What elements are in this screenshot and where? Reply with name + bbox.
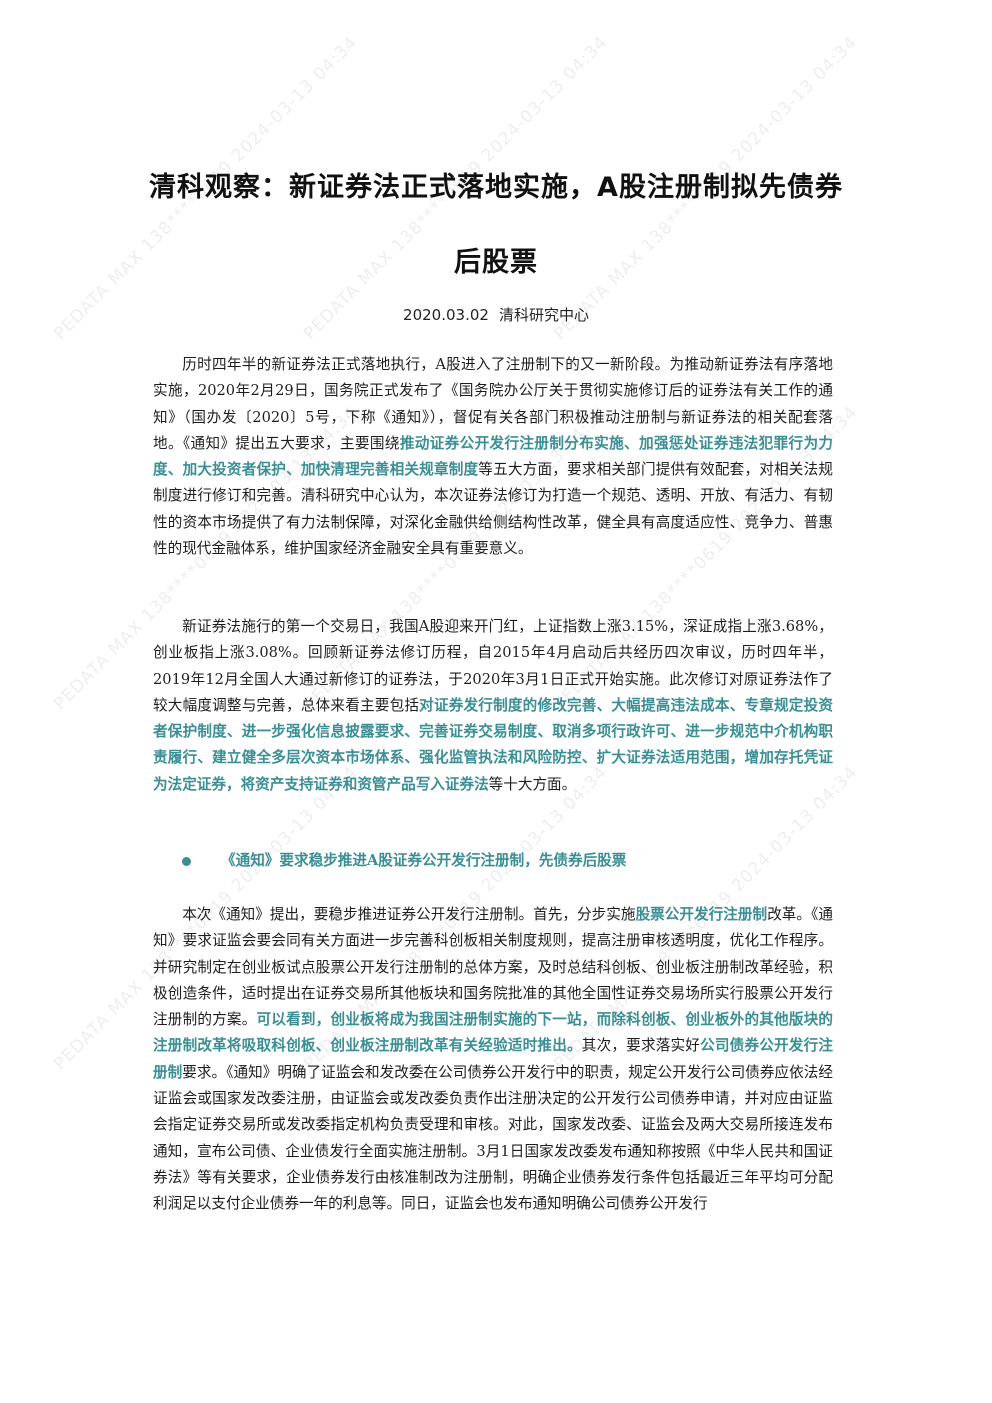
- section-bullet-heading: 《通知》要求稳步推进A股证券公开发行注册制，先债券后股票: [182, 850, 626, 872]
- paragraph-text: 等五大方面，要求相关部门提供有效配套，对相关法规制度进行修订和完善。清科研究中心…: [153, 461, 833, 558]
- publish-date: 2020.03.02: [403, 306, 489, 324]
- highlight-text: 可以看到，创业板将成为我国注册制实施的下一站，而除科创板、创业板外的其他版块的注…: [153, 1011, 833, 1055]
- paragraph-text: 等十大方面。: [488, 775, 577, 793]
- paragraph-text: 要求。《通知》明确了证监会和发改委在公司债券公开发行中的职责，规定公开发行公司债…: [153, 1063, 833, 1213]
- highlight-text: 推动证券公开发行注册制分布实施、加强惩处证券违法犯罪行为力度、加大投资者保护、加…: [153, 434, 833, 479]
- paragraph-text: 改革。《通知》要求证监会要会同有关方面进一步完善科创板相关制度规则，提高注册审核…: [153, 906, 833, 1029]
- author: 清科研究中心: [498, 306, 589, 324]
- paragraph-3: 本次《通知》提出，要稳步推进证券公开发行注册制。首先，分步实施股票公开发行注册制…: [153, 902, 833, 1218]
- highlight-text: 股票公开发行注册制: [635, 906, 768, 923]
- highlight-text: 公司债券公开发行注册制: [153, 1037, 833, 1081]
- paragraph-2: 新证券法施行的第一个交易日，我国A股迎来开门红，上证指数上涨3.15%，深证成指…: [153, 614, 833, 798]
- paragraph-text: 历时四年半的新证券法正式落地执行，A股进入了注册制下的又一新阶段。为推动新证券法…: [153, 356, 833, 452]
- paragraph-1: 历时四年半的新证券法正式落地执行，A股进入了注册制下的又一新阶段。为推动新证券法…: [153, 352, 833, 562]
- bullet-text: 《通知》要求稳步推进A股证券公开发行注册制，先债券后股票: [221, 852, 627, 869]
- paragraph-text: 新证券法施行的第一个交易日，我国A股迎来开门红，上证指数上涨3.15%，深证成指…: [153, 618, 833, 714]
- document-title-line2: 后股票: [454, 247, 538, 278]
- document-meta: 2020.03.02 清科研究中心: [100, 304, 892, 325]
- bullet-dot-icon: [182, 856, 191, 866]
- document-title-line1: 清科观察：新证券法正式落地实施，A股注册制拟先债券: [149, 172, 843, 203]
- highlight-text: 对证券发行制度的修改完善、大幅提高违法成本、专章规定投资者保护制度、进一步强化信…: [153, 696, 833, 793]
- paragraph-text: 本次《通知》提出，要稳步推进证券公开发行注册制。首先，分步实施: [182, 906, 636, 923]
- paragraph-text: 其次，要求落实好: [581, 1037, 701, 1055]
